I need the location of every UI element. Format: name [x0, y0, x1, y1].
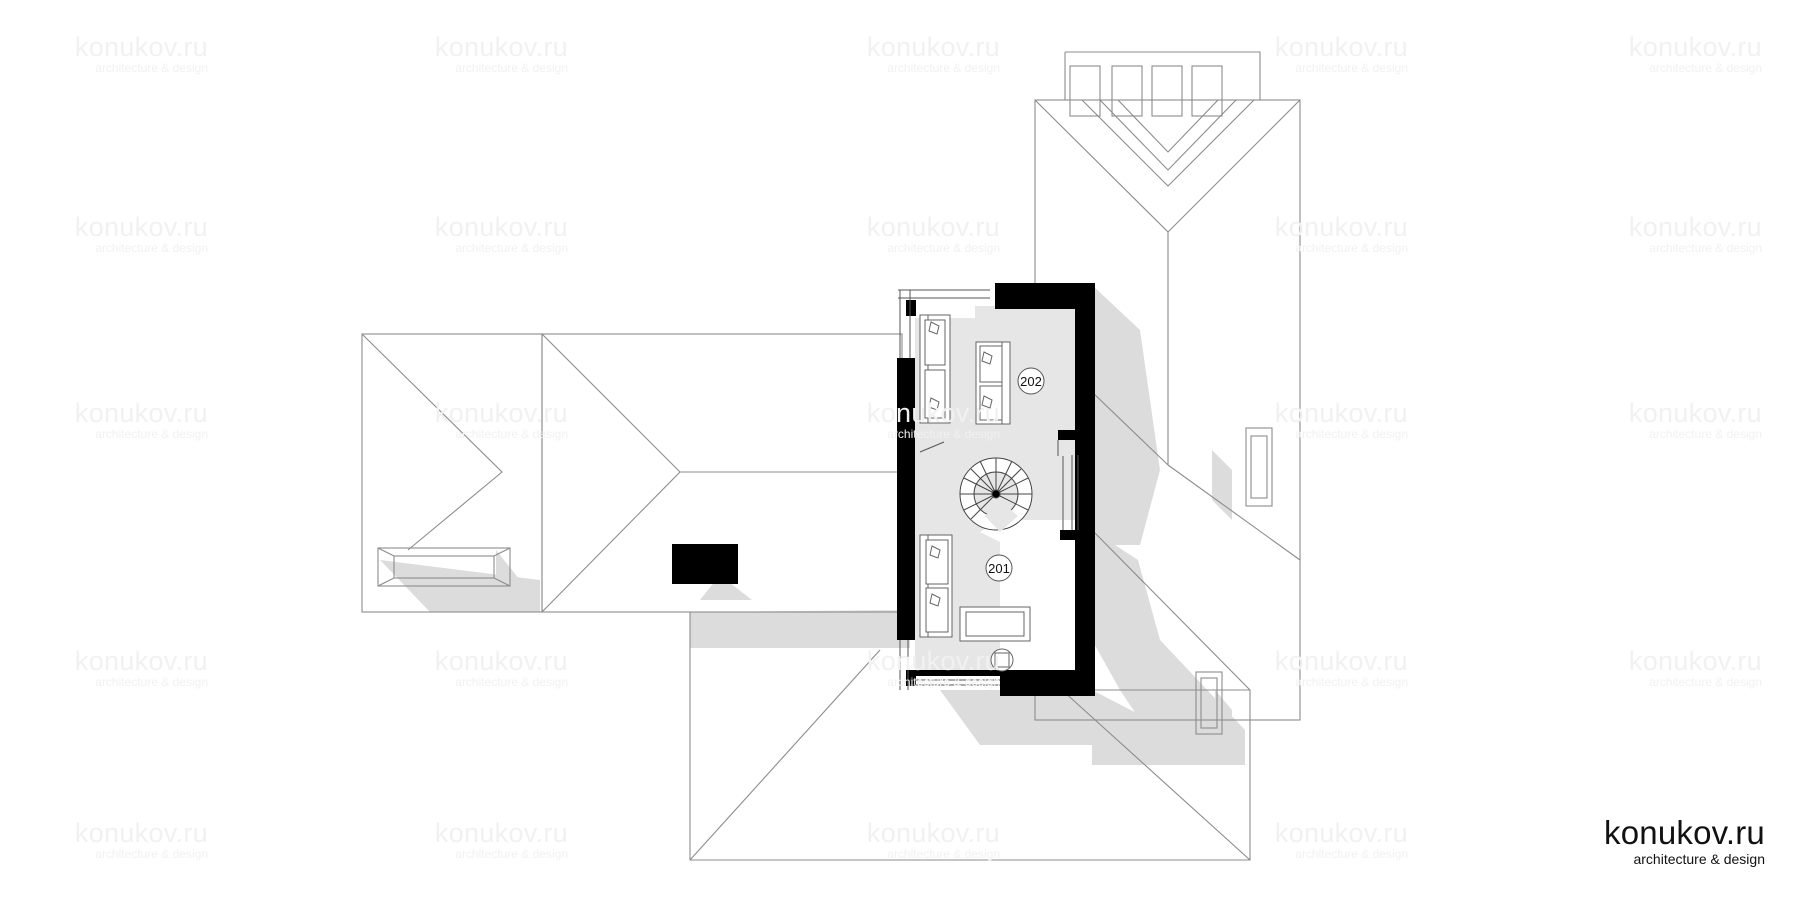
brand-name: konukov.ru — [1604, 814, 1765, 851]
brand-logo: konukov.ru architecture & design — [1604, 816, 1765, 866]
sofa-room-201 — [919, 534, 953, 638]
room-label-201: 201 — [988, 561, 1010, 576]
chimney-block — [672, 544, 738, 584]
spiral-stair — [959, 457, 1033, 532]
sofa-upper — [919, 314, 951, 424]
roof-shadows — [380, 285, 1245, 765]
window-frames — [898, 289, 1079, 690]
sofa-room-202 — [975, 341, 1011, 425]
brand-tagline: architecture & design — [1633, 851, 1765, 867]
room-label-202: 202 — [1020, 374, 1042, 389]
coffee-table — [959, 606, 1031, 642]
room-marker-202: 202 — [1017, 367, 1045, 395]
armchair — [990, 648, 1014, 672]
walls — [897, 283, 1095, 696]
room-marker-201: 201 — [985, 554, 1013, 582]
